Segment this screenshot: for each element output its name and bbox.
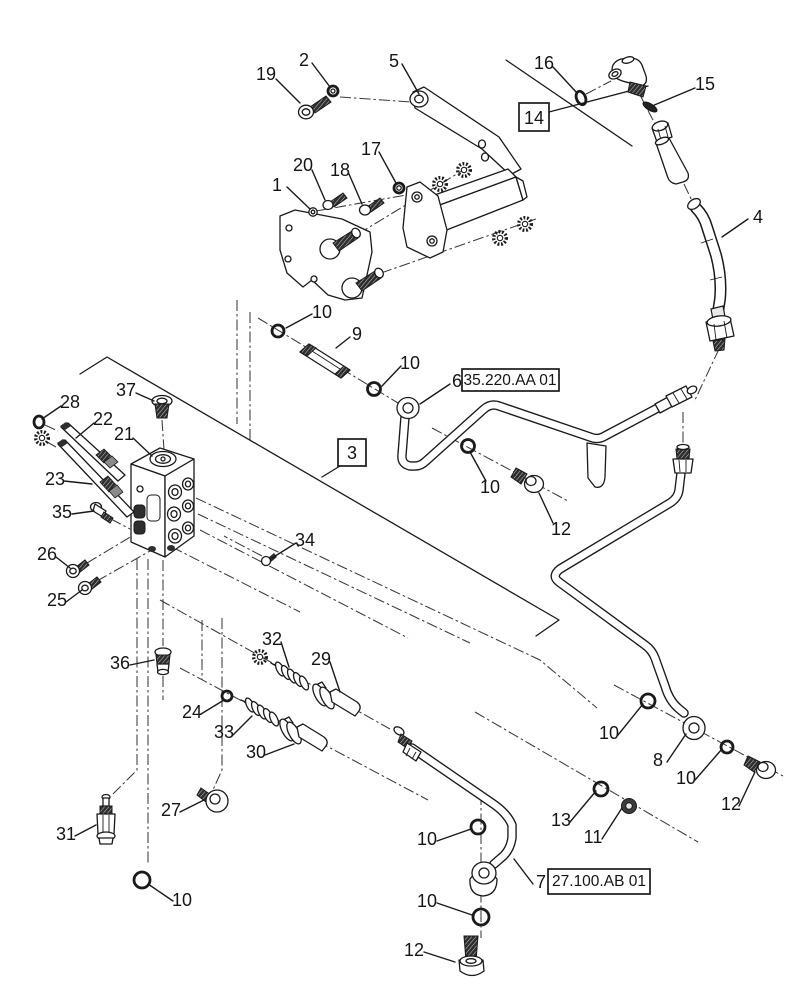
- o-ring: [592, 780, 610, 798]
- ref-35-220-label[interactable]: 35.220.AA 01: [463, 372, 556, 389]
- callout-20[interactable]: 20: [293, 155, 313, 175]
- callout-26[interactable]: 26: [37, 544, 57, 564]
- callout-35[interactable]: 35: [52, 502, 72, 522]
- hydraulic-hose: [687, 197, 735, 352]
- callout-30[interactable]: 30: [246, 742, 266, 762]
- callout-32[interactable]: 32: [262, 629, 282, 649]
- o-ring: [471, 907, 491, 927]
- callout-31[interactable]: 31: [56, 824, 76, 844]
- group-box-14-label[interactable]: 14: [524, 108, 544, 128]
- o-ring: [366, 381, 382, 397]
- callout-10[interactable]: 10: [400, 353, 420, 373]
- bolt: [77, 576, 102, 596]
- relief-valve-cartridge: [312, 681, 361, 717]
- nut: [621, 798, 637, 814]
- callout-36[interactable]: 36: [110, 653, 130, 673]
- o-ring: [469, 818, 487, 836]
- callout-leaders: [41, 62, 756, 963]
- spring: [240, 697, 280, 727]
- breather-fitting: [96, 793, 116, 845]
- callout-23[interactable]: 23: [45, 469, 65, 489]
- bolt: [65, 559, 90, 579]
- callout-10[interactable]: 10: [676, 768, 696, 788]
- callout-10[interactable]: 10: [599, 723, 619, 743]
- callout-22[interactable]: 22: [93, 409, 113, 429]
- callout-10[interactable]: 10: [417, 891, 437, 911]
- callout-19[interactable]: 19: [256, 64, 276, 84]
- ref-box-35-220-AA-01[interactable]: 35.220.AA 01: [461, 368, 560, 392]
- relief-valve-cartridge: [279, 716, 328, 752]
- o-ring: [574, 89, 588, 107]
- callout-8[interactable]: 8: [653, 750, 663, 770]
- callout-1[interactable]: 1: [272, 175, 282, 195]
- mounting-bracket: [402, 86, 528, 259]
- callout-28[interactable]: 28: [60, 392, 80, 412]
- callout-25[interactable]: 25: [47, 590, 67, 610]
- set-screw: [260, 553, 277, 567]
- callout-16[interactable]: 16: [534, 53, 554, 73]
- o-ring: [220, 689, 234, 703]
- socket-plug: [196, 787, 229, 813]
- callout-27[interactable]: 27: [161, 800, 181, 820]
- callout-6[interactable]: 6: [452, 371, 462, 391]
- o-ring: [719, 739, 735, 755]
- banjo-bolt: [510, 467, 545, 494]
- callout-24[interactable]: 24: [182, 702, 202, 722]
- valve-spool: [57, 439, 135, 518]
- seal-washer: [642, 101, 658, 113]
- washer-pair: [32, 414, 50, 446]
- callout-4[interactable]: 4: [753, 207, 763, 227]
- callout-10[interactable]: 10: [417, 829, 437, 849]
- steel-tube-lower: [393, 726, 517, 897]
- callout-12[interactable]: 12: [404, 940, 424, 960]
- group-leader-lines: [79, 59, 649, 637]
- callout-2[interactable]: 2: [299, 50, 309, 70]
- callout-29[interactable]: 29: [311, 649, 331, 669]
- callout-21[interactable]: 21: [114, 424, 134, 444]
- callout-9[interactable]: 9: [352, 324, 362, 344]
- tube-nut-ferrule: [651, 120, 690, 185]
- callout-15[interactable]: 15: [695, 74, 715, 94]
- callout-10[interactable]: 10: [172, 890, 192, 910]
- bracket-hardware: [297, 84, 406, 217]
- elbow-fitting: [608, 56, 648, 98]
- spring: [270, 661, 310, 691]
- callout-12[interactable]: 12: [551, 519, 571, 539]
- callout-5[interactable]: 5: [389, 51, 399, 71]
- orifice-fitting: [299, 343, 351, 379]
- o-ring: [132, 870, 152, 890]
- callout-18[interactable]: 18: [330, 160, 350, 180]
- callout-34[interactable]: 34: [295, 530, 315, 550]
- callout-37[interactable]: 37: [116, 380, 136, 400]
- callout-10[interactable]: 10: [480, 477, 500, 497]
- callout-17[interactable]: 17: [361, 139, 381, 159]
- o-ring: [270, 323, 286, 339]
- banjo-bolt: [743, 755, 777, 780]
- group-box-14[interactable]: 14: [518, 102, 550, 132]
- banjo-bolt: [458, 935, 485, 977]
- steel-tube-middle: [550, 443, 706, 741]
- star-washer: [251, 649, 268, 665]
- callout-10[interactable]: 10: [312, 302, 332, 322]
- support-plate: [279, 209, 384, 301]
- ref-box-27-100-AB-01[interactable]: 27.100.AB 01: [547, 868, 651, 895]
- callout-11[interactable]: 11: [584, 827, 603, 847]
- callout-33[interactable]: 33: [214, 722, 234, 742]
- ref-27-100-label[interactable]: 27.100.AB 01: [552, 873, 646, 890]
- o-ring: [460, 438, 476, 454]
- pilot-fitting: [89, 501, 114, 524]
- callout-13[interactable]: 13: [551, 810, 571, 830]
- group-box-3-label[interactable]: 3: [347, 443, 357, 463]
- construction-lines: [44, 80, 784, 938]
- steel-tube-upper: [396, 385, 698, 488]
- group-box-3[interactable]: 3: [337, 438, 367, 467]
- callout-7[interactable]: 7: [536, 872, 546, 892]
- plug-fitting: [151, 394, 173, 419]
- control-valve-block: [130, 447, 195, 558]
- callout-12[interactable]: 12: [721, 794, 741, 814]
- plug: [154, 647, 172, 676]
- o-ring: [639, 692, 657, 710]
